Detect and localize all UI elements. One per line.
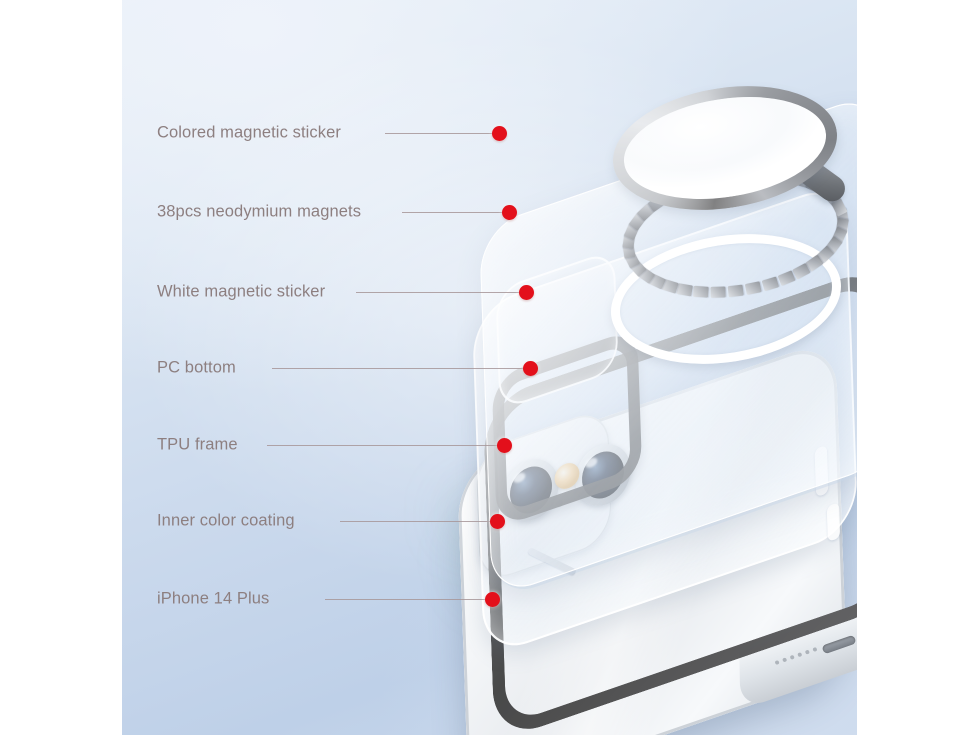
callout-white-magnetic-sticker: White magnetic sticker <box>157 282 534 302</box>
callout-label-colored-magnetic-sticker: Colored magnetic sticker <box>157 123 341 142</box>
callout-label-tpu-frame: TPU frame <box>157 435 238 454</box>
callout-label-inner-color-coating: Inner color coating <box>157 511 295 530</box>
callout-leader-line <box>272 368 523 369</box>
callout-label-iphone-14-plus: iPhone 14 Plus <box>157 589 270 608</box>
magnet-segment <box>676 283 694 297</box>
callout-marker-dot <box>491 125 507 141</box>
callout-leader-line <box>402 212 502 213</box>
callout-marker-dot <box>518 284 534 300</box>
callout-iphone-14-plus: iPhone 14 Plus <box>157 589 500 609</box>
case-button-cutout-b <box>826 502 841 542</box>
callout-marker-dot <box>496 437 512 453</box>
callout-colored-magnetic-sticker: Colored magnetic sticker <box>157 123 507 143</box>
callout-marker-dot <box>522 360 538 376</box>
callout-marker-dot <box>489 513 505 529</box>
callout-leader-line <box>356 292 519 293</box>
magnet-segment <box>727 284 744 298</box>
callout-leader-line <box>340 521 490 522</box>
callout-label-white-magnetic-sticker: White magnetic sticker <box>157 282 326 301</box>
callout-leader-line <box>267 445 498 446</box>
magnet-segment <box>761 276 780 292</box>
magnet-segment <box>693 285 709 298</box>
callout-tpu-frame: TPU frame <box>157 435 512 455</box>
callout-leader-line <box>385 133 492 134</box>
callout-label-neodymium-magnets: 38pcs neodymium magnets <box>157 202 362 221</box>
magnet-segment <box>710 286 726 298</box>
magnet-segment <box>744 281 762 296</box>
callout-neodymium-magnets: 38pcs neodymium magnets <box>157 202 517 222</box>
callout-label-pc-bottom: PC bottom <box>157 358 236 377</box>
callout-pc-bottom: PC bottom <box>157 358 538 378</box>
callout-leader-line <box>325 599 485 600</box>
callout-inner-color-coating: Inner color coating <box>157 511 505 531</box>
callout-marker-dot <box>501 204 517 220</box>
callout-marker-dot <box>484 591 500 607</box>
